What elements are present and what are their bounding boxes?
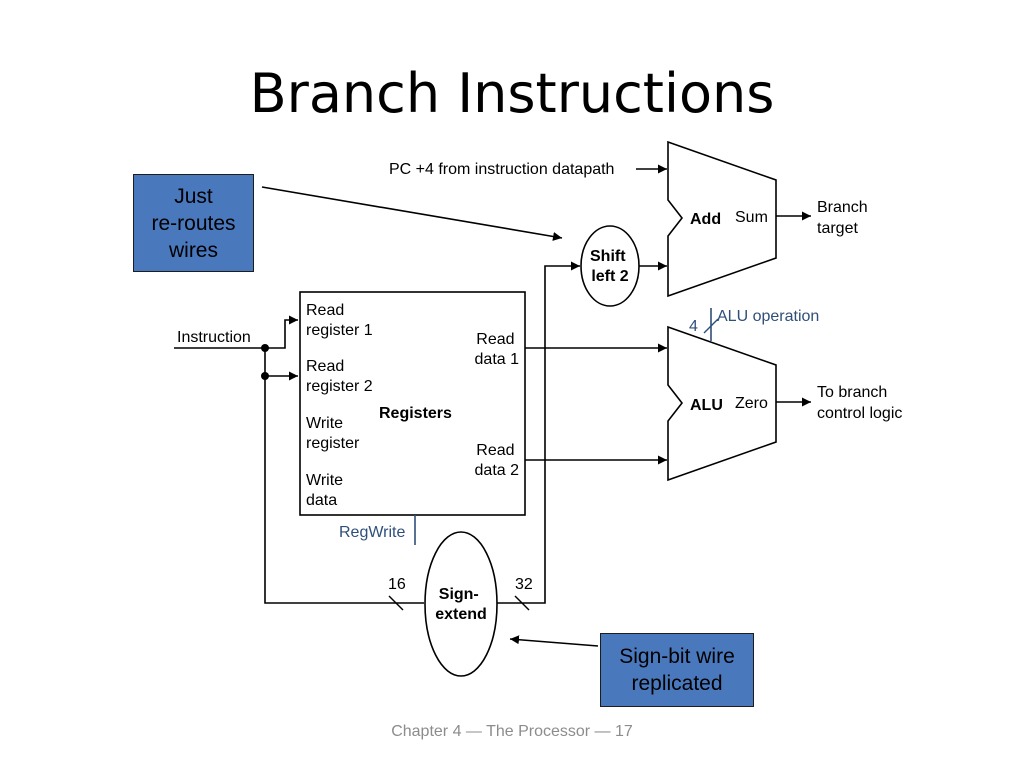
junction-dot-2 [261, 372, 269, 380]
junction-dot-1 [261, 344, 269, 352]
alu-op-label: ALU operation [717, 308, 819, 325]
regwrite-label: RegWrite [339, 524, 405, 541]
callout-signbit-arrow [509, 635, 599, 647]
adder-sum-label: Sum [735, 209, 768, 226]
sign-extend-shape [424, 531, 498, 677]
to-branch-line1: To branch [817, 384, 887, 401]
slide-title: Branch Instructions [249, 62, 775, 125]
alu-label: ALU [690, 397, 723, 414]
instruction-wire [174, 347, 424, 604]
branch-target-label: Branch target [817, 199, 872, 237]
shift-line2: left 2 [591, 268, 628, 285]
callout-line: Sign-bit wire [619, 645, 735, 668]
sign-extend-label: Sign- extend [435, 586, 487, 623]
callout-line: re-routes [151, 211, 236, 235]
width-32-tick [514, 595, 530, 611]
adder-label: Add [690, 211, 721, 228]
shift-line1: Shift [590, 248, 626, 265]
write-data-label: Write data [306, 472, 348, 509]
read-data1-label: Read data 1 [475, 331, 520, 368]
branch-target-line2: target [817, 220, 858, 237]
to-branch-label: To branch control logic [817, 384, 902, 422]
slide-footer: Chapter 4 — The Processor — 17 [391, 723, 633, 740]
alu-zero-label: Zero [735, 395, 768, 412]
instruction-label: Instruction [177, 329, 251, 346]
shift-left-2-shape [580, 225, 640, 307]
alu-shape [667, 325, 777, 482]
to-branch-line2: control logic [817, 405, 902, 422]
alu-op-width-tick [703, 318, 719, 334]
instr-to-readreg1-wire [265, 315, 298, 349]
sign-extend-output-wire [497, 261, 580, 604]
width-16-tick [388, 595, 404, 611]
adder-shape [667, 140, 777, 298]
read-reg2-label: Read register 2 [306, 358, 373, 395]
alu-op-width: 4 [689, 318, 698, 335]
branch-target-line1: Branch [817, 199, 868, 216]
read-reg1-label: Read register 1 [306, 302, 373, 339]
callout-sign-bit-replicated: Sign-bit wire replicated [600, 633, 754, 707]
width-16-label: 16 [388, 576, 406, 593]
pc-plus4-label: PC +4 from instruction datapath [389, 161, 614, 178]
callout-line: Just [174, 184, 213, 208]
width-32-label: 32 [515, 576, 533, 593]
read-data2-label: Read data 2 [475, 442, 520, 479]
callout-line: wires [168, 238, 218, 262]
registers-label: Registers [379, 405, 452, 422]
callout-line: replicated [631, 672, 723, 695]
shift-left-2-label: Shift left 2 [590, 248, 630, 285]
write-reg-label: Write register [306, 415, 360, 452]
callout-reroutes-wires: Just re-routes wires [133, 174, 254, 272]
registers-block [299, 291, 526, 516]
callout-wires-arrow [261, 186, 563, 241]
